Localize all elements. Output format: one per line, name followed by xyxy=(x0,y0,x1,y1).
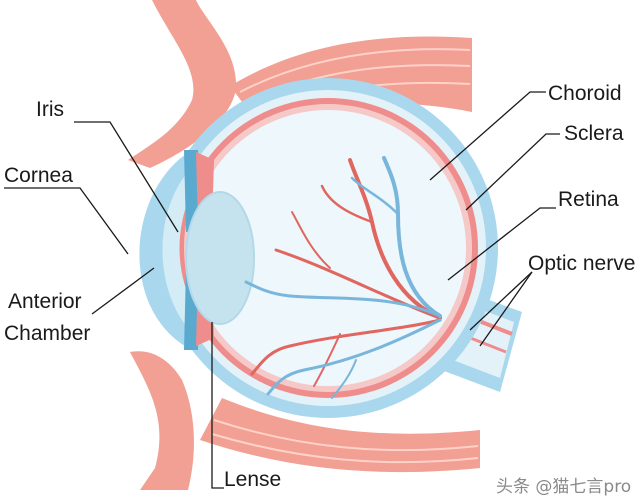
leader-lines xyxy=(4,91,560,489)
watermark: 头条 @猫七言pro xyxy=(496,477,631,497)
label-cornea: Cornea xyxy=(4,164,73,187)
label-anterior: Anterior xyxy=(8,290,82,313)
label-lense: Lense xyxy=(224,468,281,491)
lens xyxy=(185,191,255,325)
cornea xyxy=(139,150,206,350)
anterior-chamber xyxy=(162,160,200,340)
label-choroid: Choroid xyxy=(548,82,622,105)
upper-eyelid xyxy=(128,0,237,168)
lower-eye-muscle xyxy=(200,398,480,473)
lower-eyelid xyxy=(130,351,194,490)
label-retina: Retina xyxy=(558,188,619,211)
label-iris: Iris xyxy=(36,98,64,121)
label-sclera: Sclera xyxy=(564,122,624,145)
eyeball xyxy=(158,78,498,418)
label-optic-nerve: Optic nerve xyxy=(528,252,635,275)
label-chamber: Chamber xyxy=(4,322,90,345)
retinal-vessels xyxy=(244,156,442,399)
